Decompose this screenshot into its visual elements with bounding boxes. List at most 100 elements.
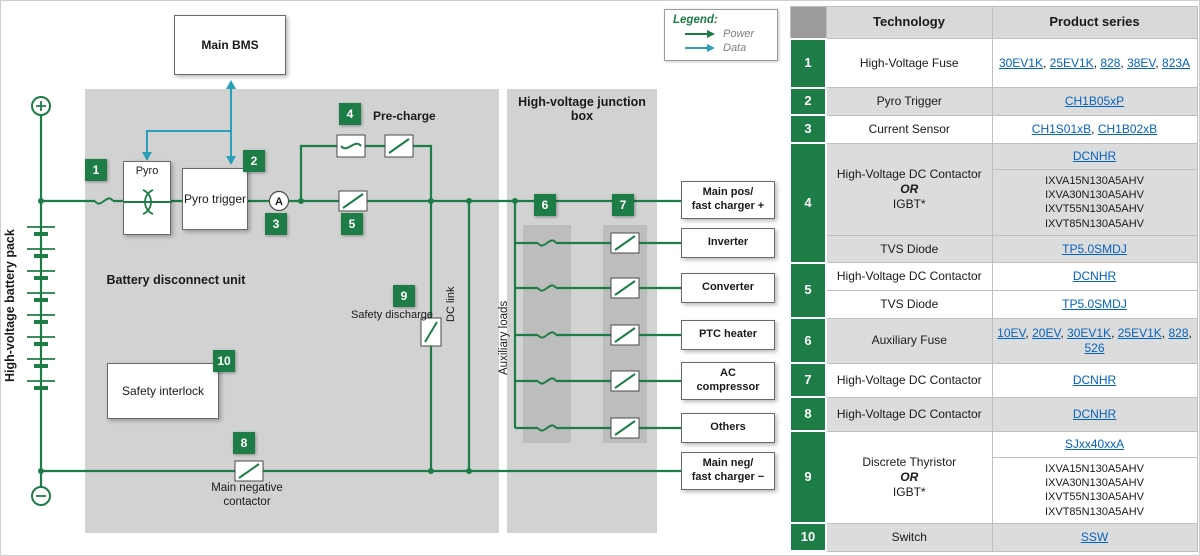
product-link[interactable]: CH1S01xB: [1031, 121, 1092, 136]
product-link[interactable]: CH1B05xP: [1064, 94, 1125, 109]
product-cell: DCNHR: [991, 262, 1198, 292]
tech-cell: High-Voltage DC Contactor: [825, 262, 993, 292]
product-link[interactable]: TP5.0SMDJ: [1062, 241, 1127, 256]
current-sensor-letter: A: [275, 196, 283, 208]
main-bms-box: Main BMS: [174, 15, 286, 75]
pyro-fuse-icon: [124, 189, 172, 215]
battery-symbol: [27, 96, 55, 506]
product-table: Technology Product series 1 High-Voltage…: [789, 6, 1198, 552]
product-link[interactable]: 526: [1084, 340, 1105, 355]
main-bms-label: Main BMS: [201, 37, 259, 52]
table-row: 7 High-Voltage DC Contactor DCNHR: [789, 362, 1198, 399]
tech-line: Discrete Thyristor: [862, 454, 957, 469]
product-link[interactable]: 25EV1K: [1049, 55, 1094, 70]
pre-charge-label: Pre-charge: [373, 109, 436, 123]
product-cell: TP5.0SMDJ: [991, 234, 1198, 264]
safety-interlock-label: Safety interlock: [121, 383, 205, 398]
part-numbers-cell: IXVA15N130A5AHV IXVA30N130A5AHV IXVT55N1…: [991, 169, 1198, 236]
product-link[interactable]: SSW: [1080, 529, 1109, 544]
output-others: Others: [681, 413, 775, 443]
badge-2: 2: [243, 150, 265, 172]
product-link[interactable]: TP5.0SMDJ: [1062, 296, 1127, 311]
row-number-cell: 10: [789, 522, 827, 552]
badge-4: 4: [339, 103, 361, 125]
product-link[interactable]: DCNHR: [1072, 406, 1117, 421]
output-ac-compressor: AC compressor: [681, 362, 775, 400]
row-number-cell: 5: [789, 261, 827, 320]
badge-8: 8: [233, 432, 255, 454]
table-row: 2 Pyro Trigger CH1B05xP: [789, 86, 1198, 117]
product-link[interactable]: 828: [1168, 325, 1189, 340]
product-cell: DCNHR: [991, 362, 1198, 398]
product-cell: CH1S01xB, CH1B02xB: [991, 114, 1198, 144]
tech-cell: Discrete Thyristor OR IGBT*: [825, 430, 993, 524]
tech-cell: High-Voltage Fuse: [825, 37, 993, 89]
product-link[interactable]: DCNHR: [1072, 372, 1117, 387]
output-main-pos: Main pos/ fast charger +: [681, 181, 775, 219]
power-arrow-icon: [685, 30, 715, 38]
product-link[interactable]: 30EV1K: [1067, 325, 1112, 340]
product-link[interactable]: 30EV1K: [998, 55, 1043, 70]
product-cell: 30EV1K, 25EV1K, 828, 38EV, 823A: [991, 37, 1198, 89]
component-symbols: A: [38, 134, 640, 482]
table-row: 10 Switch SSW: [789, 522, 1198, 552]
row-number-cell: 3: [789, 114, 827, 145]
legend-box: Legend: Power Data: [664, 9, 778, 61]
product-cell: SSW: [991, 522, 1198, 552]
battery-pack-label: High-voltage battery pack: [3, 229, 17, 383]
product-link[interactable]: 828: [1100, 55, 1121, 70]
tech-cell: High-Voltage DC Contactor OR IGBT*: [825, 142, 993, 236]
product-link[interactable]: 38EV: [1127, 55, 1156, 70]
output-inverter: Inverter: [681, 228, 775, 258]
badge-7: 7: [612, 194, 634, 216]
pyro-label: Pyro: [135, 165, 159, 177]
badge-6: 6: [534, 194, 556, 216]
tech-or: OR: [900, 181, 919, 196]
badge-10: 10: [213, 350, 235, 372]
product-link[interactable]: CH1B02xB: [1097, 121, 1158, 136]
tech-cell: TVS Diode: [825, 290, 993, 319]
product-link[interactable]: DCNHR: [1072, 148, 1117, 163]
product-link[interactable]: 10EV: [997, 325, 1026, 340]
output-main-neg: Main neg/ fast charger −: [681, 452, 775, 490]
table-row: TVS Diode TP5.0SMDJ: [790, 234, 1198, 264]
product-link[interactable]: SJxx40xxA: [1064, 436, 1125, 451]
product-table-container: Technology Product series 1 High-Voltage…: [789, 6, 1198, 552]
tech-cell: TVS Diode: [825, 234, 993, 264]
aux-fuse-icons: [537, 233, 557, 438]
row-number-cell: 9: [789, 429, 827, 525]
tech-cell: Pyro Trigger: [825, 87, 993, 116]
part-numbers-cell: IXVA15N130A5AHV IXVA30N130A5AHV IXVT55N1…: [991, 457, 1198, 524]
pyro-box: Pyro: [123, 161, 172, 235]
col-header-technology: Technology: [825, 6, 993, 39]
data-arrow-icon: [685, 44, 715, 52]
table-row: 3 Current Sensor CH1S01xB, CH1B02xB: [789, 114, 1198, 145]
table-row: IXVA15N130A5AHV IXVA30N130A5AHV IXVT55N1…: [790, 457, 1198, 524]
tech-line: IGBT*: [892, 484, 926, 499]
tech-line: IGBT*: [892, 196, 926, 211]
output-ptc-heater: PTC heater: [681, 320, 775, 350]
tech-cell: High-Voltage DC Contactor: [825, 362, 993, 398]
product-cell: TP5.0SMDJ: [991, 290, 1198, 319]
row-number-cell: 6: [789, 317, 827, 365]
table-corner-cell: [789, 6, 827, 39]
pyro-trigger-box: Pyro trigger: [182, 168, 248, 230]
table-row: TVS Diode TP5.0SMDJ: [790, 290, 1198, 319]
current-sensor-icon: [268, 190, 290, 212]
data-arrowheads: [142, 80, 236, 165]
product-link[interactable]: 823A: [1162, 55, 1191, 70]
wiring-svg: A: [27, 80, 681, 506]
row-number-cell: 4: [789, 142, 827, 264]
table-row: 4 High-Voltage DC Contactor OR IGBT* DCN…: [789, 142, 1198, 264]
product-link[interactable]: DCNHR: [1072, 269, 1117, 284]
badge-9: 9: [393, 285, 415, 307]
table-row: 6 Auxiliary Fuse 10EV, 20EV, 30EV1K, 25E…: [789, 317, 1198, 365]
product-link[interactable]: 20EV: [1032, 325, 1061, 340]
aux-loads-label: Auxiliary loads: [498, 300, 510, 376]
hvjb-label: High-voltage junction box: [518, 95, 646, 123]
row-number-cell: 1: [789, 37, 827, 89]
legend-data-label: Data: [723, 42, 747, 54]
table-row: 1 High-Voltage Fuse 30EV1K, 25EV1K, 828,…: [789, 37, 1198, 89]
table-row: 9 Discrete Thyristor OR IGBT* SJxx40xxA: [789, 429, 1198, 525]
product-link[interactable]: 25EV1K: [1117, 325, 1162, 340]
